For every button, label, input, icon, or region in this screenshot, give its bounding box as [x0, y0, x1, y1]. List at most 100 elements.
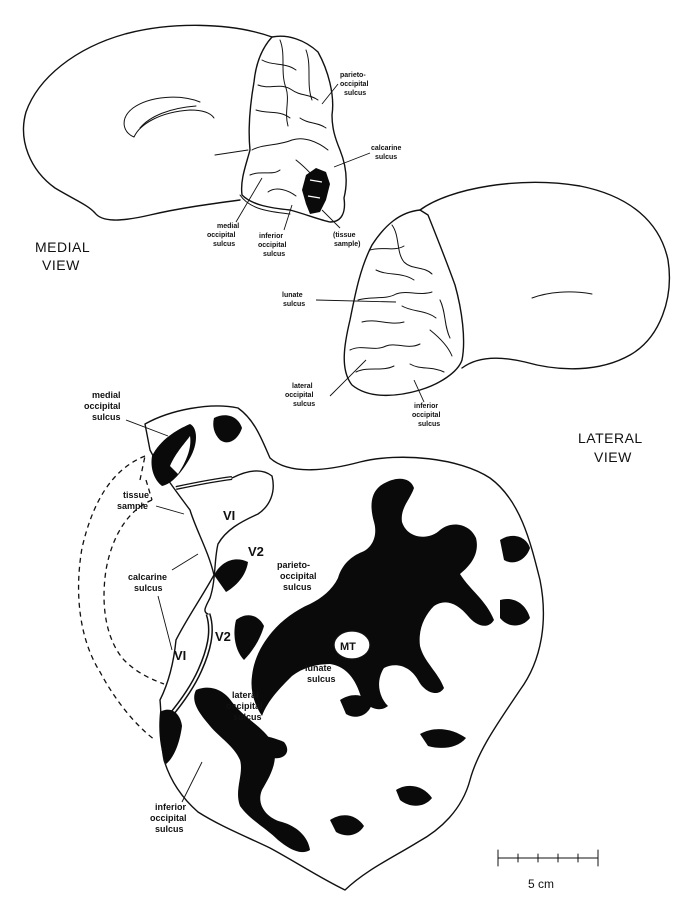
label-line: sulcus — [233, 712, 262, 722]
sulcus-dark-v2 — [214, 559, 248, 592]
sulcus-parieto-occipital-network — [251, 479, 494, 716]
view-title-line: LATERAL — [578, 430, 643, 446]
area-label-v1-lower: VI — [174, 648, 186, 663]
scale-bar-line — [498, 850, 598, 866]
label-line: sulcus — [213, 241, 235, 248]
medial-lobe-bottom — [240, 195, 290, 214]
label-line: lateral — [292, 383, 313, 390]
label-line: occipital — [207, 232, 235, 239]
leader-inferior-occ-flat — [182, 762, 202, 802]
label-line: sulcus — [134, 583, 163, 593]
label-line: occipital — [84, 401, 121, 411]
label-line: occipital — [412, 412, 440, 419]
label-line: occipital — [258, 242, 286, 249]
medial-label-tissue: (tissue sample) — [333, 232, 360, 248]
label-line: sulcus — [307, 674, 336, 684]
label-line: occipital — [340, 81, 368, 88]
sulcus-dark-top-right — [213, 415, 242, 442]
v1-region — [205, 471, 273, 614]
lateral-gyri-3 — [350, 330, 452, 372]
label-line: sulcus — [92, 412, 121, 422]
label-line: tissue — [123, 490, 149, 500]
flat-label-lunate: lunate sulcus — [305, 663, 336, 684]
label-line: sulcus — [344, 90, 366, 97]
view-title-line: MEDIAL — [35, 239, 90, 255]
sulcus-dark-top-left — [151, 424, 196, 486]
scale-bar: 5 cm — [498, 850, 598, 891]
label-line: medial — [217, 223, 239, 230]
view-title-line: VIEW — [42, 257, 80, 273]
sulcus-right-tail — [500, 599, 530, 626]
sulcus-lower-right — [420, 729, 466, 748]
label-line: sulcus — [155, 824, 184, 834]
lateral-occipital-lobe — [344, 210, 463, 395]
label-line: lunate — [282, 292, 303, 299]
label-line: sample — [117, 501, 148, 511]
label-line: parieto- — [340, 72, 366, 79]
scale-bar-label: 5 cm — [528, 877, 554, 891]
medial-label-medial-occ: medial occipital sulcus — [207, 223, 239, 248]
label-line: (tissue — [333, 232, 356, 239]
label-line: sulcus — [375, 154, 397, 161]
lateral-hemisphere-outline — [420, 182, 669, 368]
label-line: lateral — [232, 690, 259, 700]
label-line: occipital — [226, 701, 263, 711]
label-line: inferior — [414, 403, 438, 410]
lateral-view-brain — [344, 182, 669, 395]
leader-calcarine-medial — [334, 153, 370, 167]
medial-label-inferior-occ: inferior occipital sulcus — [258, 233, 286, 258]
lateral-view-title: LATERAL VIEW — [578, 430, 643, 465]
label-line: sulcus — [283, 582, 312, 592]
label-line: sample) — [334, 241, 360, 248]
label-line: sulcus — [263, 251, 285, 258]
lateral-label-inferior-occ: inferior occipital sulcus — [412, 403, 440, 428]
medial-view-brain — [24, 25, 347, 222]
label-line: sulcus — [418, 421, 440, 428]
flat-label-calcarine: calcarine sulcus — [128, 572, 167, 593]
medial-gyri-1 — [256, 60, 326, 128]
label-line: occipital — [285, 392, 313, 399]
leader-parieto-medial — [322, 84, 338, 104]
label-line: sulcus — [293, 401, 315, 408]
flat-label-medial-occ: medial occipital sulcus — [84, 390, 121, 422]
lateral-sylvian — [532, 292, 592, 298]
label-line: occipital — [280, 571, 317, 581]
label-line: calcarine — [371, 145, 401, 152]
medial-gyri-3 — [280, 40, 312, 126]
label-line: occipital — [150, 813, 187, 823]
label-line: sulcus — [283, 301, 305, 308]
sulcus-right-branch — [500, 536, 530, 563]
label-line: inferior — [259, 233, 283, 240]
label-line: calcarine — [128, 572, 167, 582]
flatmap — [79, 406, 544, 890]
lateral-gyri-2 — [358, 292, 436, 323]
medial-tissue-sample — [302, 168, 330, 214]
leader-lunate-lateral — [316, 300, 396, 302]
medial-label-parieto: parieto- occipital sulcus — [340, 72, 368, 97]
label-line: medial — [92, 390, 121, 400]
area-label-v2-lower: V2 — [215, 629, 231, 644]
area-label-v2-upper: V2 — [248, 544, 264, 559]
leader-tissue-medial — [322, 210, 340, 228]
lateral-gyri-1 — [370, 225, 432, 274]
sulcus-bottom-right — [396, 786, 432, 806]
midline-stub — [215, 150, 248, 155]
lateral-label-lateral-occ: lateral occipital sulcus — [285, 383, 315, 408]
corpus-callosum — [124, 97, 214, 137]
label-line: parieto- — [277, 560, 310, 570]
flat-label-inferior-occ: inferior occipital sulcus — [150, 802, 187, 834]
label-line: lunate — [305, 663, 332, 673]
lateral-gyri-4 — [376, 270, 450, 338]
leader-inferior-occ-medial — [284, 205, 292, 230]
medial-label-calcarine: calcarine sulcus — [371, 145, 401, 161]
leader-tissue-flat — [156, 506, 184, 514]
callosum-inner — [140, 106, 196, 128]
flat-label-parieto: parieto- occipital sulcus — [277, 560, 317, 592]
label-line: inferior — [155, 802, 187, 812]
sulcus-bottom-center — [330, 815, 364, 835]
lateral-label-lunate: lunate sulcus — [282, 292, 305, 308]
medial-view-title: MEDIAL VIEW — [35, 239, 90, 273]
area-label-v1-upper: VI — [223, 508, 235, 523]
